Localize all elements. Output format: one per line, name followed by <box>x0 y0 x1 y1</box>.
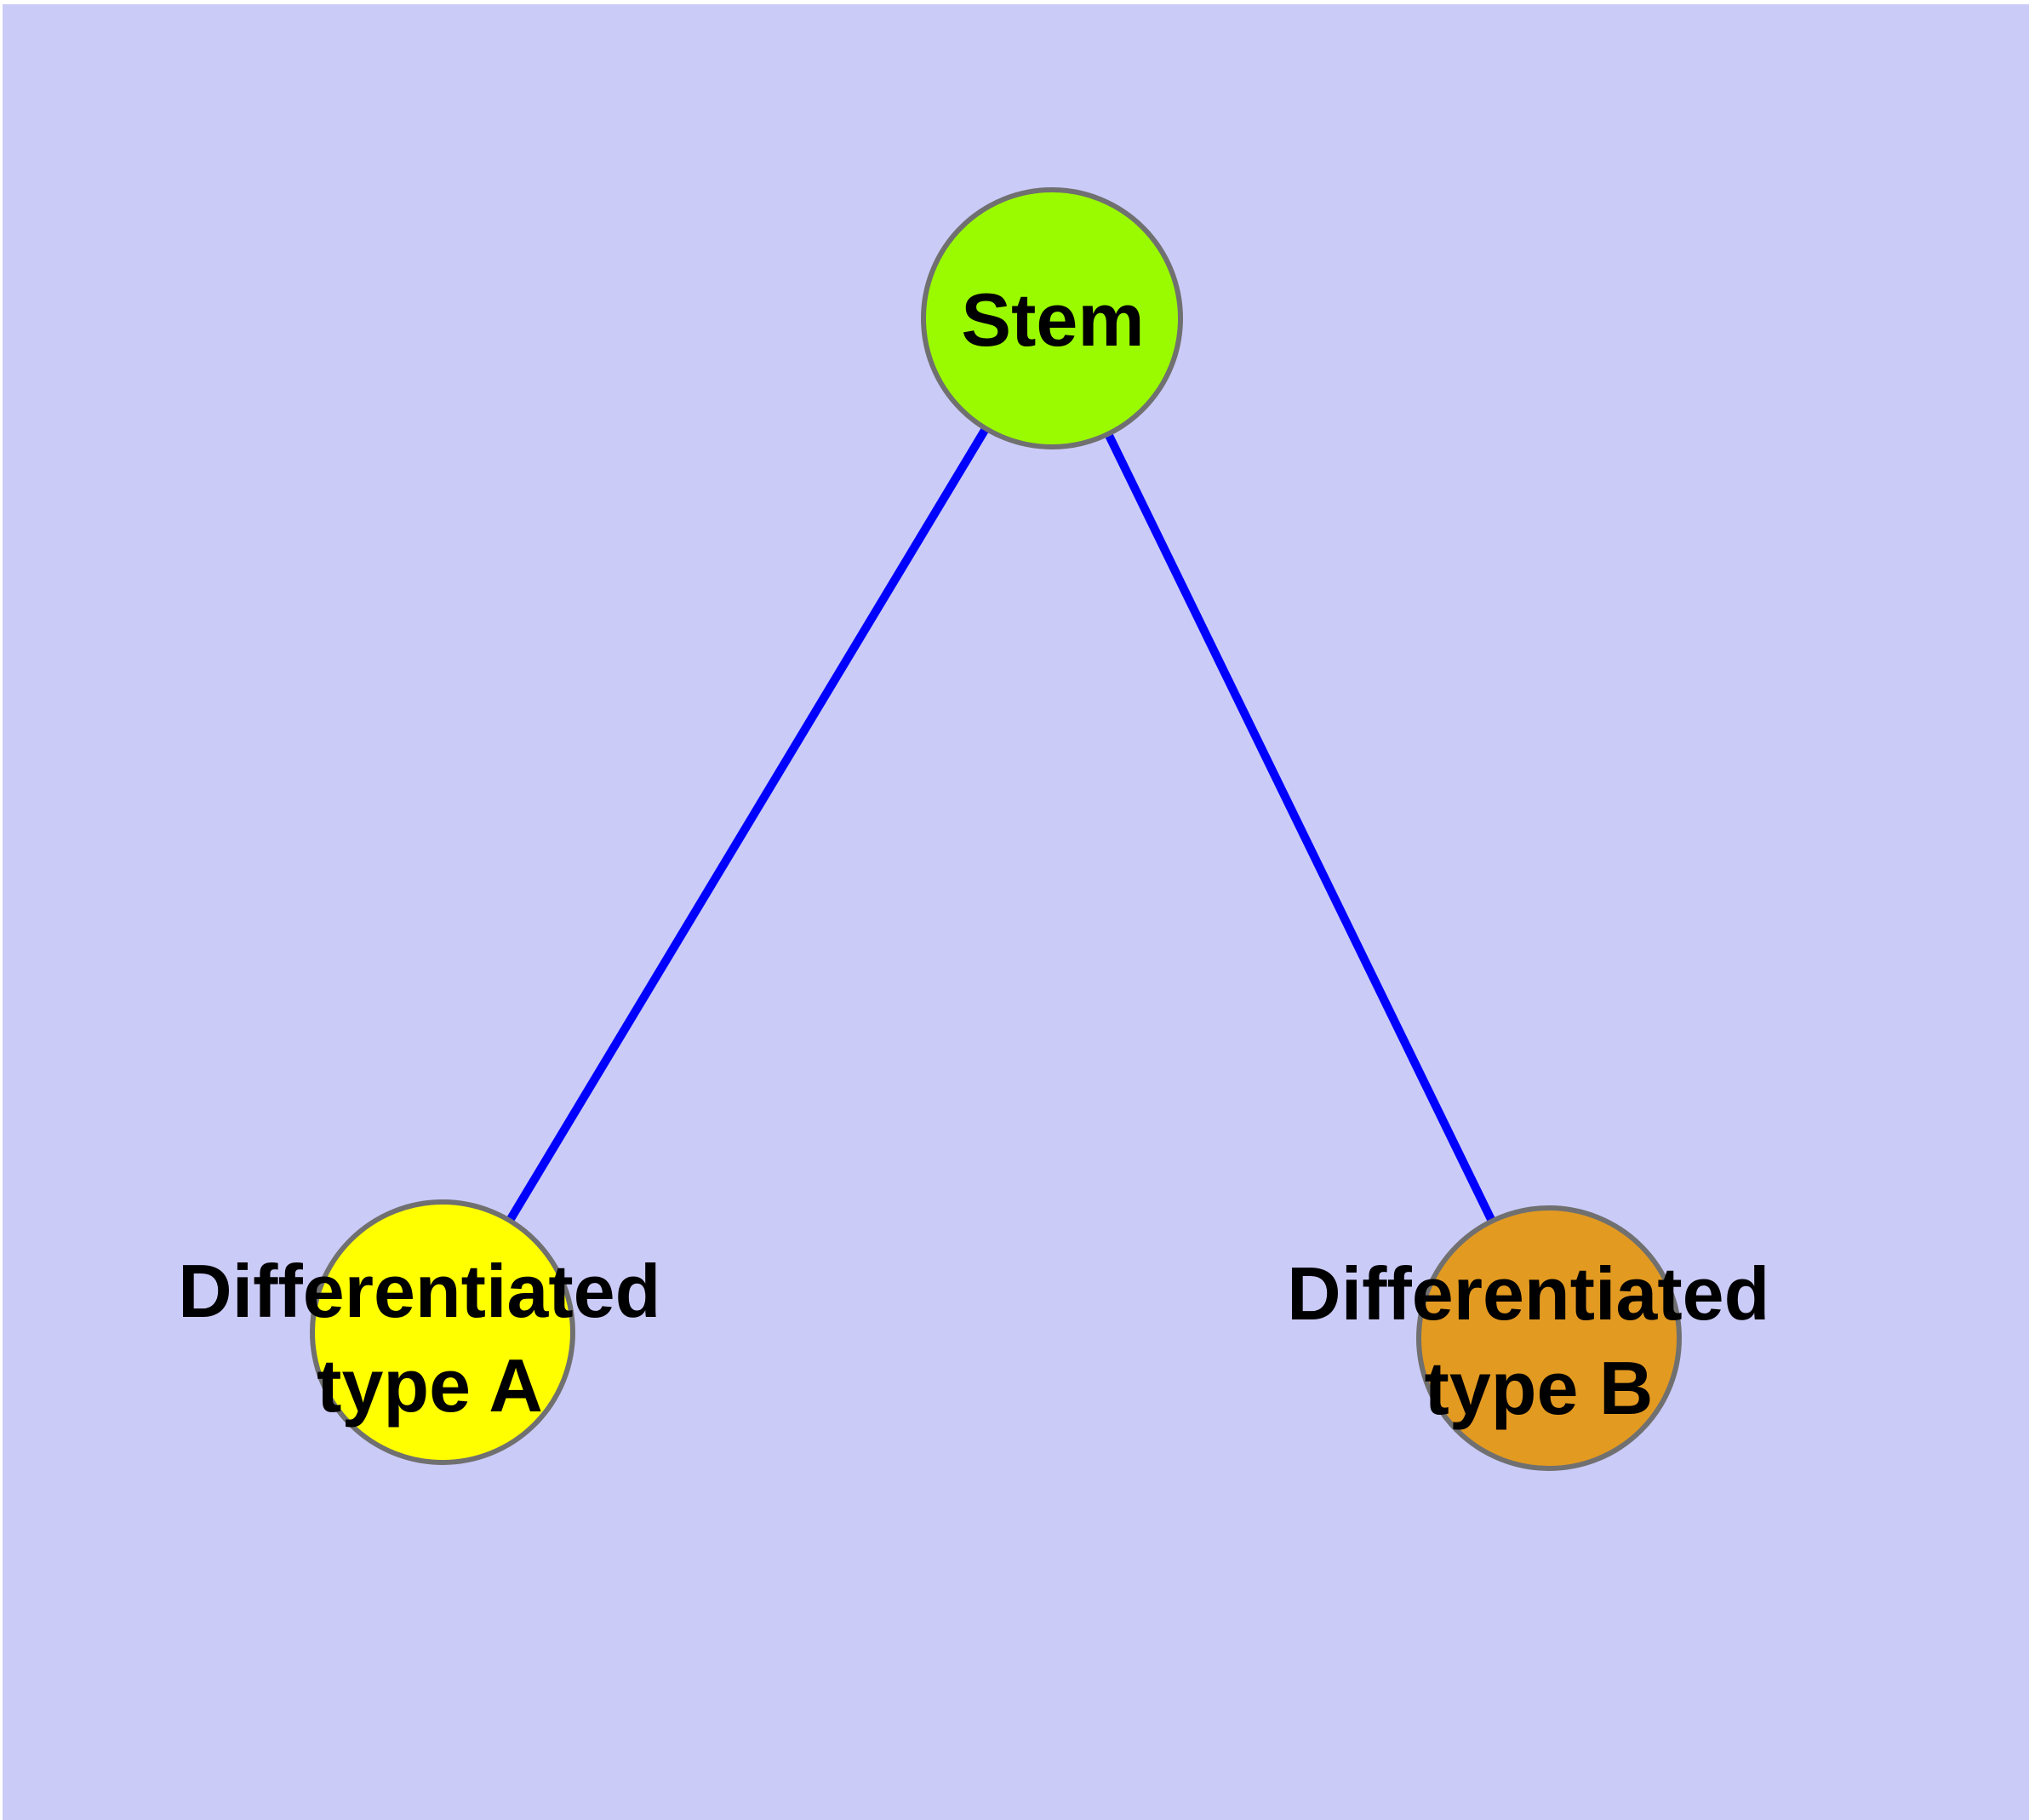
label-layer: Stem Differentiated type A Differentiate… <box>178 278 1791 1430</box>
edge-stem-to-type-a <box>438 316 1056 1335</box>
type-a-label-line2: type A <box>317 1343 543 1428</box>
stem-node-label: Stem <box>961 278 1144 362</box>
differentiated-type-a-node <box>310 1199 575 1465</box>
differentiated-type-a-label: Differentiated type A <box>178 1249 682 1428</box>
type-b-label-line1: Differentiated <box>1287 1251 1769 1336</box>
type-b-label-line2: type B <box>1425 1346 1654 1430</box>
stem-node <box>921 187 1183 449</box>
edge-stem-to-type-b <box>1048 316 1553 1341</box>
edge-layer <box>438 316 1553 1341</box>
differentiated-type-b-label: Differentiated type B <box>1287 1251 1791 1430</box>
type-a-label-line1: Differentiated <box>178 1249 660 1333</box>
node-layer <box>310 187 1682 1471</box>
differentiated-type-b-node <box>1416 1205 1682 1471</box>
